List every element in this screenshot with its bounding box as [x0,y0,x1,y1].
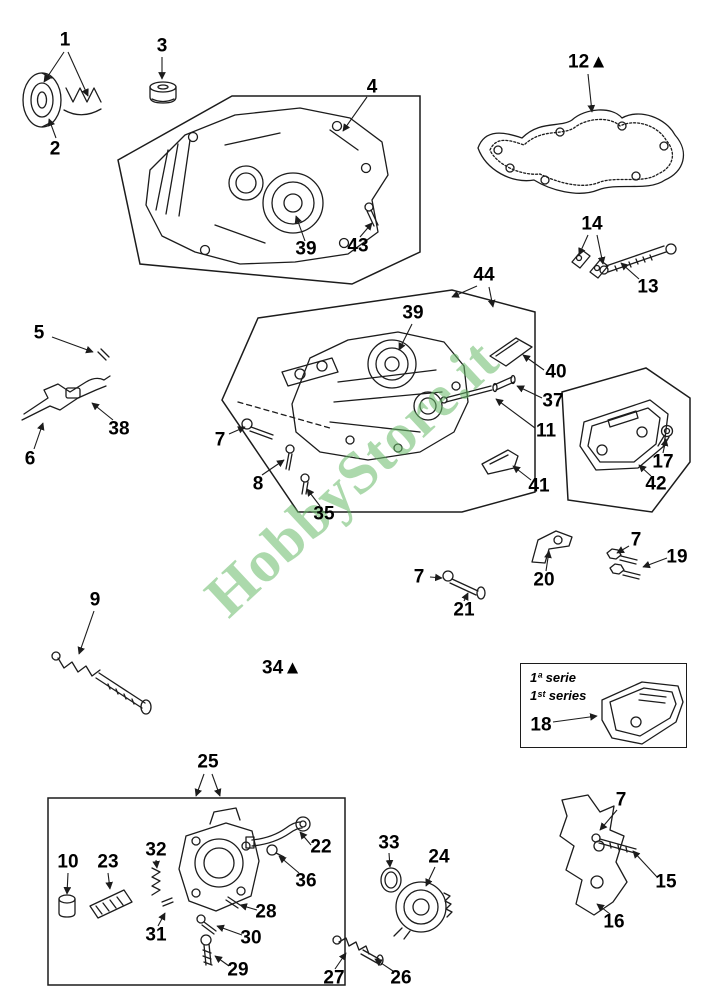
crankcase-bottom-drawing [237,331,469,461]
screw-13-drawing [599,243,677,275]
grommet-drawing [149,81,177,104]
part-label-7c: 7 [413,566,425,588]
spring-32-drawing [151,867,161,896]
part-label-27: 27 [323,967,345,989]
part-label-18: 18 [530,714,552,736]
part-label-25: 25 [197,751,219,773]
screw-29-drawing [200,934,213,966]
part-label-29: 29 [227,959,249,981]
clip-41-drawing [481,449,519,475]
part-label-4: 4 [366,76,378,98]
worm-23-drawing [89,889,133,919]
part-label-33: 33 [378,832,400,854]
screw-35-drawing [300,473,310,495]
part-label-23: 23 [97,851,119,873]
bracket-20-drawing [531,530,573,564]
part-label-35: 35 [313,503,335,525]
crankcase-top-drawing [145,107,389,265]
mid-assembly-outline [221,289,536,513]
part-label-3: 3 [156,35,168,57]
gasket-drawing [477,109,684,194]
pump-24-drawing [393,881,453,940]
pump-assembly-outline [47,797,346,986]
rod-9-drawing [51,651,152,715]
part-label-30: 30 [240,927,262,949]
part-label-10: 10 [57,851,79,873]
part-label-5: 5 [33,322,45,344]
part-label-13: 13 [637,276,659,298]
wire-linkage-drawing [21,375,111,421]
part-label-31: 31 [145,924,167,946]
pin-28-drawing [225,896,241,909]
part-label-42: 42 [645,473,667,495]
series-box: 1ª serie 1ˢᵗ series [520,663,687,748]
screw-15-drawing [591,833,637,854]
screw-30-drawing [196,914,217,935]
part-label-39-mid: 39 [402,302,424,324]
part-label-9: 9 [89,589,101,611]
part-label-15: 15 [655,871,677,893]
screw-8-drawing [285,444,295,471]
part-label-6: 6 [24,448,36,470]
part-label-37: 37 [542,390,564,412]
part-label-43: 43 [347,235,369,257]
plate-18-drawing [601,681,684,745]
plug-10-drawing [58,894,76,918]
part-label-40: 40 [545,361,567,383]
screw-7a-drawing [241,418,274,440]
part-label-32: 32 [145,839,167,861]
part-label-16: 16 [603,911,625,933]
part-label-7d: 7 [615,789,627,811]
pin-37-drawing [492,374,516,393]
part-label-12: 12▲ [568,51,608,73]
handle-40-drawing [489,337,533,367]
part-label-44: 44 [473,264,495,286]
leader-lines [33,51,669,972]
bolts-7-19-drawing [606,548,641,580]
part-label-14: 14 [581,213,603,235]
pump-body-drawing [178,807,260,912]
part-label-20: 20 [533,569,555,591]
part-label-21: 21 [453,599,475,621]
part-label-28: 28 [255,901,277,923]
part-label-19: 19 [666,546,688,568]
part-label-24: 24 [428,846,450,868]
pin-11-drawing [440,385,493,404]
part-label-7b: 7 [630,529,642,551]
part-label-41: 41 [528,475,550,497]
part-label-39-top: 39 [295,238,317,260]
part-label-7a: 7 [214,429,226,451]
part-label-1: 1 [59,29,71,51]
part-label-2: 2 [49,138,61,160]
screw-7-21-drawing [442,570,486,600]
part-label-26: 26 [390,967,412,989]
part-label-8: 8 [252,473,264,495]
screw-43-drawing [364,202,379,227]
part-label-36: 36 [295,870,317,892]
pin-5-drawing [97,348,110,361]
series-line-1: 1ª serie [530,670,577,685]
part-label-34: 34▲ [262,657,302,679]
pin-31-drawing [161,897,174,907]
part-label-22: 22 [310,836,332,858]
ring-33-drawing [380,867,402,893]
hose-22-drawing [245,816,311,849]
plate-42-drawing [579,399,669,471]
clip-36-drawing [266,844,285,858]
series-line-2: 1ˢᵗ series [530,687,587,703]
part-label-17: 17 [652,451,674,473]
part-label-11: 11 [535,420,557,442]
top-assembly-outline [117,95,421,285]
washer-clip-drawing [22,72,102,128]
guard-16-drawing [559,794,628,916]
plate-42-outline [561,367,691,513]
part-label-38: 38 [108,418,130,440]
